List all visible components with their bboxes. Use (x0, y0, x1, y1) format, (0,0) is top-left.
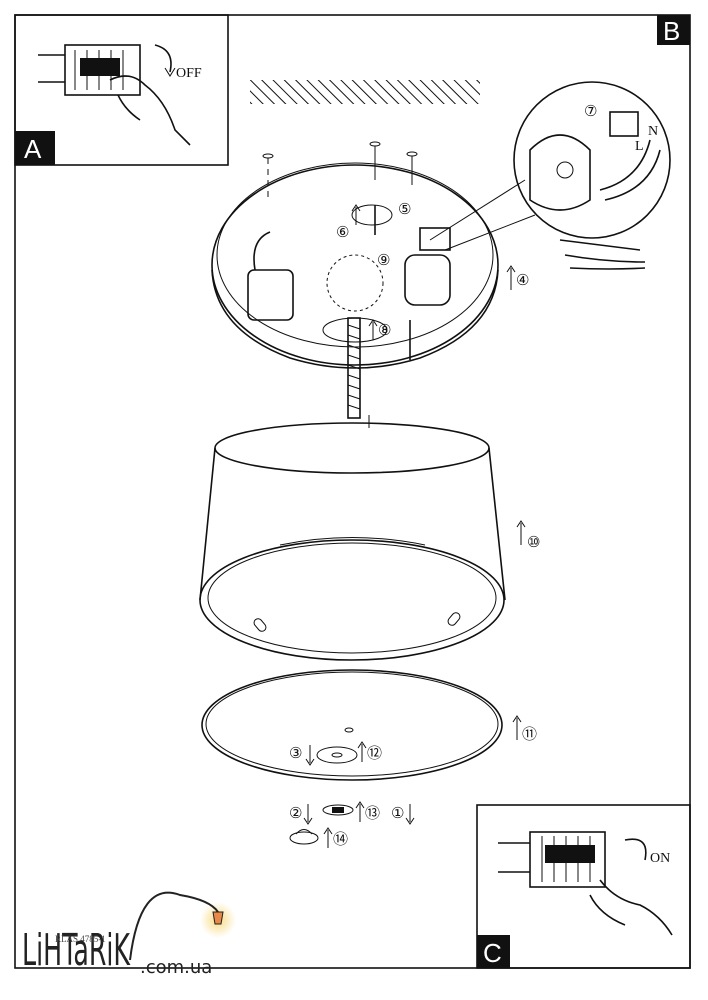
step-8: ⑧ (378, 321, 391, 339)
hand-icon (109, 75, 191, 146)
terminal-block-icon (609, 111, 639, 137)
lamp-socket-left (247, 269, 294, 321)
step-2: ② (289, 804, 302, 822)
step-4: ④ (516, 271, 529, 289)
hand-icon (589, 879, 673, 936)
panel-a-label: A (24, 134, 42, 164)
step-11: ⑪ (522, 725, 537, 743)
ceiling-screws (262, 141, 418, 200)
lamp-icon (212, 911, 224, 925)
rotate-arrow-icon (154, 44, 172, 73)
wire-label-n: N (648, 124, 658, 139)
off-label: OFF (176, 66, 202, 81)
watermark-logo: LiHTaRiK .com.ua RLAS 4785-1 (22, 891, 236, 978)
step-7: ⑦ (584, 102, 597, 120)
step-9: ⑨ (377, 251, 390, 269)
watermark-domain: .com.ua (140, 957, 212, 978)
rotate-arrow-icon (624, 838, 647, 861)
lamp-socket-center (404, 254, 451, 306)
model-code: RLAS 4785-1 (55, 934, 106, 944)
step-14: ⑭ (333, 830, 348, 848)
finial-cap-icon (289, 831, 319, 845)
step-6: ⑥ (336, 223, 349, 241)
panel-b-label: B (663, 16, 680, 46)
earth-icon (556, 161, 574, 179)
step-5: ⑤ (398, 200, 411, 218)
step-12: ⑫ (367, 744, 382, 762)
bulb-outline (326, 254, 384, 312)
wiring-detail: L N (429, 81, 671, 270)
on-label: ON (650, 851, 670, 866)
panel-c-switch-on: C ON (476, 804, 691, 969)
step-3: ③ (289, 744, 302, 762)
step-10: ⑩ (527, 533, 540, 551)
terminal-block (419, 227, 451, 251)
step-1: ① (391, 804, 404, 822)
watermark-brand: LiHTaRiK (22, 925, 131, 976)
ceiling-hatch (250, 80, 480, 104)
threaded-rod (347, 317, 361, 419)
page-frame (14, 14, 691, 969)
step-13: ⑬ (365, 804, 380, 822)
panel-a-switch-off: A OFF (14, 14, 229, 166)
finial-nut-icon (322, 804, 354, 816)
lamp-shade (199, 415, 506, 661)
panel-c-label: C (483, 938, 502, 968)
glass-diffuser (201, 669, 503, 845)
wire-label-l: L (635, 139, 644, 154)
direction-arrows (303, 204, 526, 848)
ceiling-canopy (211, 162, 499, 369)
